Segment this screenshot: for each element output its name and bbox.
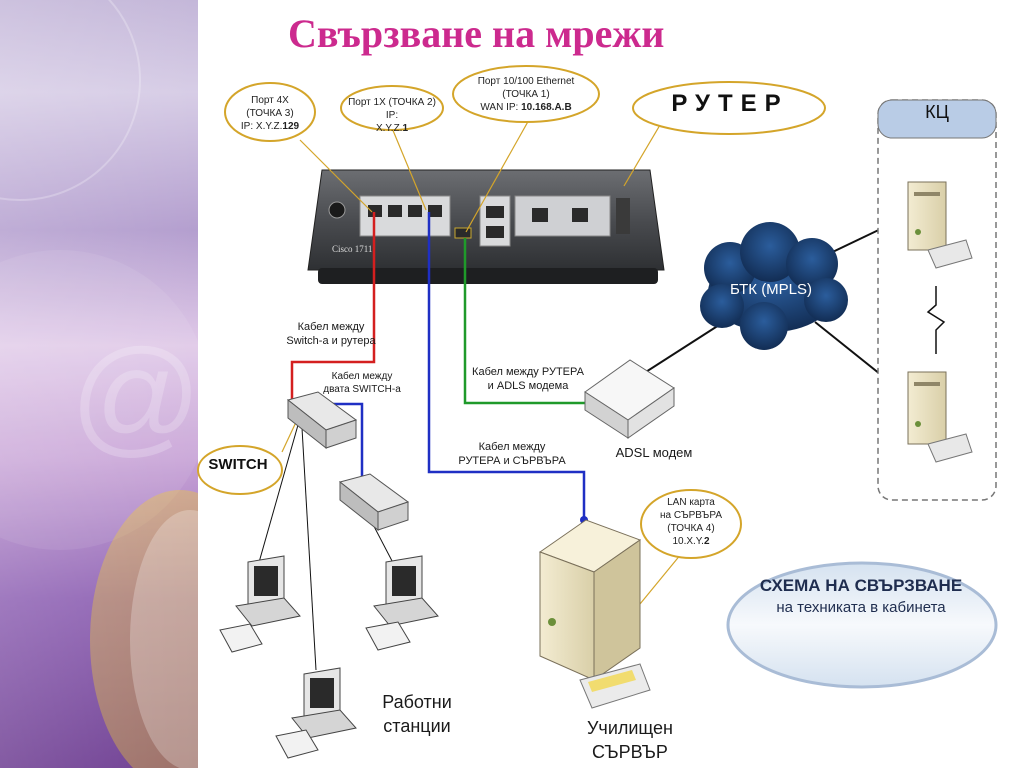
band-decoration: @ [0,0,198,768]
cable-switch-router-label: Кабел между Switch-a и рутера [286,321,376,347]
workstations-label: Работни станции [382,692,452,736]
cable-router-server-label: Кабел между РУТЕРА и СЪРВЪРА [458,441,566,467]
adsl-modem-label: ADSL модем [615,445,693,460]
slide-title: Свързване на мрежи [288,11,665,56]
kc-server-1 [907,181,973,269]
router-title: РУТЕР [671,90,789,117]
cloud-label: БТК (MPLS) [729,281,813,298]
switch-device-1 [286,391,358,450]
school-server-device [538,519,651,709]
schema-badge [726,561,998,689]
callout-router-title [632,81,826,135]
kc-server-2 [907,371,973,463]
switch-label: SWITCH [208,456,268,473]
kc-label: КЦ [925,102,949,122]
school-server-label: Училищен СЪРВЪР [587,718,673,762]
decorative-side-band: @ [0,0,198,768]
schema-line2: на техниката в кабинета [776,599,946,616]
mpls-cloud [700,222,848,350]
workstation-pc-1 [219,555,301,653]
callout-lan-card-text: LAN карта на СЪРВЪРА (ТОЧКА 4) 10.X.Y.2 [659,497,723,547]
cable-between-switches-label: Кабел между двата SWITCH-а [323,371,401,395]
cable-router-adsl-label: Кабел между РУТЕРА и ADLS модема [472,366,584,392]
callout-lan-card [640,489,742,559]
cable-router-adsl [463,238,590,405]
workstation-pc-2 [365,555,439,651]
workstation-pc-3 [275,667,357,759]
callout-port4x-text: Порт 4X (ТОЧКА 3) IP: X.Y.Z.129 [240,95,300,132]
router-device [307,169,665,284]
kc-header [877,99,997,139]
router-model-label: Cisco 1711 [332,244,372,254]
schema-line1: СХЕМА НА СВЪРЗВАНЕ [759,576,963,595]
schema-caption: СХЕМА НА СВЪРЗВАНЕ на техниката в кабине… [730,575,992,619]
callout-switch [197,445,283,495]
adsl-modem-device [584,359,675,439]
callout-port1x [340,85,444,131]
callout-port4x [224,82,316,142]
kc-break-symbol [926,286,946,354]
callout-wan [452,65,600,123]
callout-port1x-text: Порт 1X (ТОЧКА 2) IP: X.Y.Z.1 [348,97,436,134]
cable-router-server [427,212,586,520]
switch-device-2 [338,473,410,532]
callout-wan-text: Порт 10/100 Ethernet (ТОЧКА 1) WAN IP: 1… [477,76,575,113]
cable-switch-router [290,212,376,412]
